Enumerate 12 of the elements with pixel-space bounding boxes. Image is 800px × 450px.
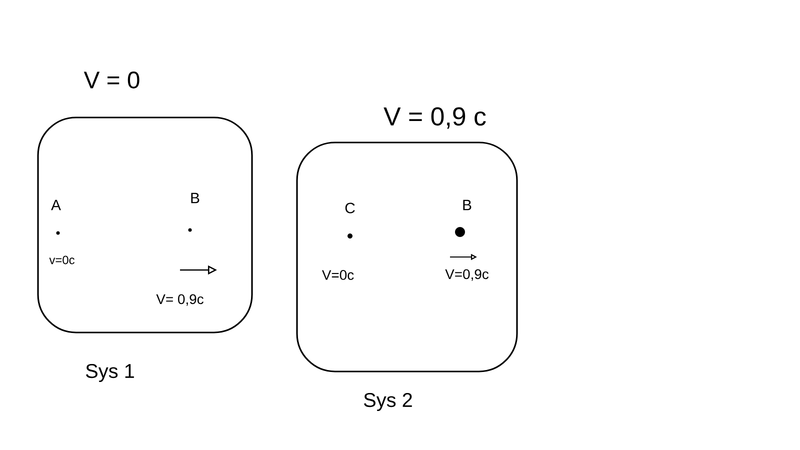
velocity-label: V= 0,9c: [156, 294, 204, 306]
velocity-heading: V = 0,9 c: [384, 107, 486, 129]
velocity-label: v=0c: [49, 256, 74, 264]
particle-label: B: [191, 192, 200, 204]
system-label: Sys 1: [86, 364, 134, 382]
velocity-label: V=0c: [322, 270, 354, 280]
particle-label: A: [51, 200, 61, 210]
particle-label: B: [463, 200, 472, 210]
particle-label: C: [345, 202, 355, 214]
system-label: Sys 2: [364, 392, 412, 412]
velocity-label: V=0,9c: [445, 269, 489, 281]
velocity-heading: V = 0: [84, 72, 140, 88]
